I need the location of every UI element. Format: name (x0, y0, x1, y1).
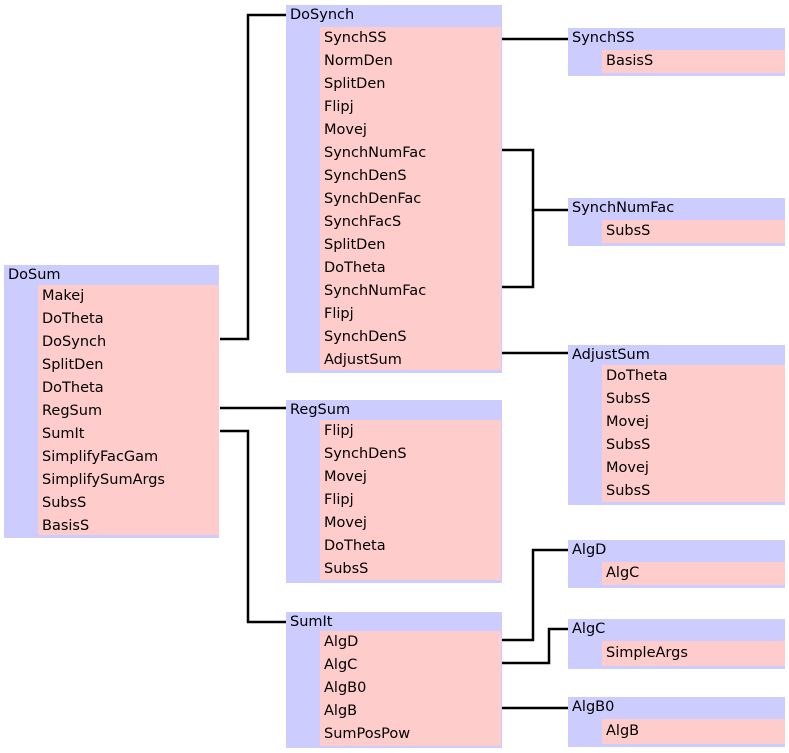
adjustsum-item: Movej (606, 460, 649, 476)
adjustsum-box: AdjustSum DoTheta SubsS Movej SubsS Move… (568, 345, 785, 505)
algc-item: SimpleArgs (606, 645, 688, 661)
regsum-item: Flipj (324, 492, 354, 508)
dosynch-item: SynchDenFac (324, 191, 422, 207)
algc-box: AlgC SimpleArgs (568, 619, 785, 669)
regsum-items: Flipj SynchDenS Movej Flipj Movej DoThet… (320, 420, 501, 580)
sumit-item: AlgC (324, 657, 358, 673)
sumit-item: AlgB (324, 703, 358, 719)
algd-box: AlgD AlgC (568, 540, 785, 588)
sumit-box: SumIt AlgD AlgC AlgB0 AlgB SumPosPow (286, 612, 502, 748)
adjustsum-item: SubsS (606, 391, 651, 407)
dosum-item: DoTheta (42, 380, 104, 396)
dosynch-item: AdjustSum (324, 352, 402, 368)
synchss-item: BasisS (606, 53, 654, 69)
synchnumfac-items: SubsS (602, 220, 785, 243)
adjustsum-item: SubsS (606, 483, 651, 499)
synchnumfac-box: SynchNumFac SubsS (568, 198, 785, 246)
sumit-item: AlgB0 (324, 680, 367, 696)
synchnumfac-title: SynchNumFac (572, 200, 675, 216)
adjustsum-items: DoTheta SubsS Movej SubsS Movej SubsS (602, 365, 785, 502)
link-sumit-algc (501, 627, 568, 665)
adjustsum-title: AdjustSum (572, 347, 650, 363)
dosynch-item: NormDen (324, 53, 393, 69)
synchss-box: SynchSS BasisS (568, 28, 785, 76)
dosum-item: RegSum (42, 403, 103, 419)
dosum-item: SplitDen (42, 357, 104, 373)
adjustsum-item: DoTheta (606, 368, 668, 384)
regsum-item: Flipj (324, 423, 354, 439)
algb0-box: AlgB0 AlgB (568, 697, 785, 747)
dosum-item: SimplifySumArgs (42, 472, 165, 488)
dosum-item: SumIt (42, 426, 85, 442)
regsum-item: DoTheta (324, 538, 386, 554)
dosynch-item: SplitDen (324, 237, 386, 253)
dosynch-box: DoSynch SynchSS NormDen SplitDen Flipj M… (286, 5, 502, 373)
link-dosynch-synchnumfac-2 (501, 210, 535, 289)
dosum-item: SubsS (42, 495, 87, 511)
dosynch-item: SynchNumFac (324, 283, 427, 299)
dosum-item: DoTheta (42, 311, 104, 327)
regsum-item: SubsS (324, 561, 369, 577)
regsum-item: Movej (324, 515, 367, 531)
algb0-item: AlgB (606, 723, 640, 739)
adjustsum-item: Movej (606, 414, 649, 430)
link-sumit-algd (501, 548, 568, 642)
algb0-items: AlgB (602, 719, 785, 744)
sumit-item: AlgD (324, 634, 359, 650)
dosum-item: BasisS (42, 518, 90, 534)
dosum-box: DoSum Makej DoTheta DoSynch SplitDen DoT… (4, 265, 219, 538)
dosynch-item: SynchSS (324, 30, 387, 46)
dosynch-item: Flipj (324, 99, 354, 115)
dosynch-item: SynchFacS (324, 214, 402, 230)
sumit-item: SumPosPow (324, 726, 411, 742)
sumit-title: SumIt (290, 614, 333, 630)
regsum-title: RegSum (290, 402, 351, 418)
dosynch-item: SynchDenS (324, 329, 407, 345)
dosynch-items: SynchSS NormDen SplitDen Flipj Movej Syn… (320, 27, 501, 370)
dosynch-item: SynchDenS (324, 168, 407, 184)
synchss-items: BasisS (602, 50, 785, 73)
regsum-box: RegSum Flipj SynchDenS Movej Flipj Movej… (286, 400, 502, 583)
dosum-items: Makej DoTheta DoSynch SplitDen DoTheta R… (38, 285, 219, 535)
synchnumfac-item: SubsS (606, 223, 651, 239)
dosynch-item: Flipj (324, 306, 354, 322)
algc-title: AlgC (572, 621, 606, 637)
algd-item: AlgC (606, 565, 640, 581)
dosum-item: SimplifyFacGam (42, 449, 159, 465)
regsum-item: SynchDenS (324, 446, 407, 462)
link-dosum-sumit (220, 429, 286, 624)
dosynch-title: DoSynch (290, 7, 355, 23)
sumit-items: AlgD AlgC AlgB0 AlgB SumPosPow (320, 631, 501, 746)
algd-title: AlgD (572, 542, 607, 558)
dosynch-item: DoTheta (324, 260, 386, 276)
dosynch-item: SynchNumFac (324, 145, 427, 161)
algb0-title: AlgB0 (572, 699, 615, 715)
algd-items: AlgC (602, 562, 785, 585)
dosynch-item: Movej (324, 122, 367, 138)
dosum-item: Makej (42, 288, 85, 304)
adjustsum-item: SubsS (606, 437, 651, 453)
link-dosum-dosynch (220, 13, 286, 341)
algc-items: SimpleArgs (602, 641, 785, 666)
link-dosynch-synchnumfac-1 (501, 148, 568, 212)
dosum-title: DoSum (8, 267, 61, 283)
regsum-item: Movej (324, 469, 367, 485)
dosum-item: DoSynch (42, 334, 107, 350)
dosynch-item: SplitDen (324, 76, 386, 92)
synchss-title: SynchSS (572, 30, 635, 46)
